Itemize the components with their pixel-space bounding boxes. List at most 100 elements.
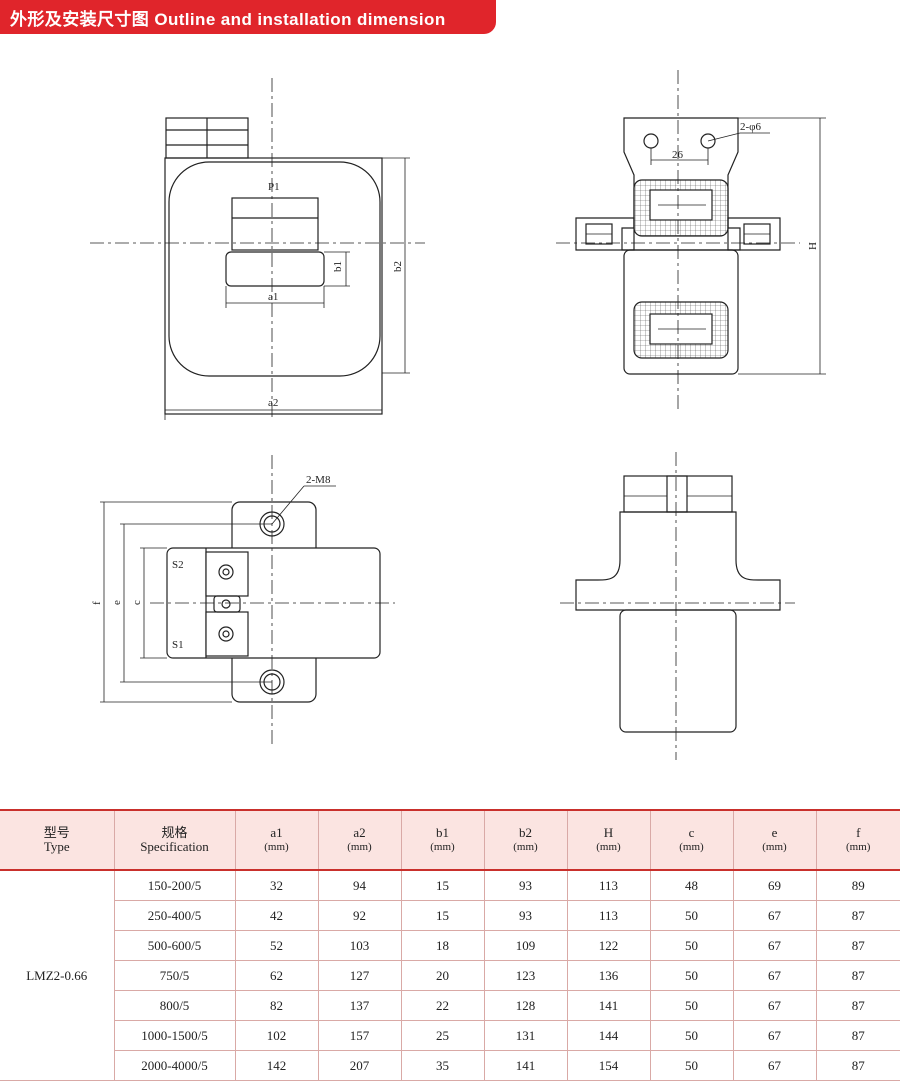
e-label: e [111, 600, 123, 605]
table-cell: 48 [649, 870, 733, 901]
table-cell: 1000-1500/5 [113, 1020, 235, 1051]
table-row: LMZ2-0.66 150-200/5 32 94 15 93 113 48 6… [0, 870, 900, 1081]
side-left-hole [643, 133, 659, 149]
s1-terminal-block [205, 611, 249, 657]
header-h: H(mm) [566, 809, 650, 871]
type-cell: LMZ2-0.66 [0, 870, 114, 1081]
table-row: 800/5 82 137 22 128 141 50 67 87 [0, 990, 900, 1021]
table-cell: 109 [483, 930, 567, 961]
table-cell: 67 [732, 990, 816, 1021]
bottom-view [100, 455, 395, 748]
table-cell: 69 [732, 870, 816, 901]
table-cell: 157 [317, 1020, 401, 1051]
bottom-body [166, 547, 381, 659]
b1-label: b1 [332, 261, 344, 272]
p1-label: P1 [268, 181, 280, 193]
front-primary-window [231, 197, 319, 251]
table-cell: 113 [566, 870, 650, 901]
table-cell: 102 [234, 1020, 318, 1051]
table-cell: 137 [317, 990, 401, 1021]
side-lower-body [623, 249, 739, 375]
table-cell: 87 [815, 930, 900, 961]
table-cell: 52 [234, 930, 318, 961]
table-cell: 207 [317, 1050, 401, 1081]
b2-label: b2 [392, 261, 404, 272]
table-cell: 50 [649, 1020, 733, 1051]
table-cell: 154 [566, 1050, 650, 1081]
table-cell: 87 [815, 960, 900, 991]
side2-lower-body [619, 609, 737, 733]
table-cell: 142 [234, 1050, 318, 1081]
table-cell: 150-200/5 [113, 870, 235, 901]
front-outer-frame [164, 157, 383, 415]
header-a2: a2(mm) [317, 809, 401, 871]
table-cell: 93 [483, 900, 567, 931]
table-cell: 25 [400, 1020, 484, 1051]
table-cell: 800/5 [113, 990, 235, 1021]
table-row: 750/5 62 127 20 123 136 50 67 87 [0, 960, 900, 991]
table-cell: 136 [566, 960, 650, 991]
side-view-2 [560, 452, 795, 760]
table-cell: 93 [483, 870, 567, 901]
table-cell: 62 [234, 960, 318, 991]
front-busbar-slot [225, 251, 325, 287]
table-cell: 67 [732, 960, 816, 991]
header-f: f(mm) [815, 809, 900, 871]
table-cell: 122 [566, 930, 650, 961]
s2-label: S2 [172, 559, 184, 571]
table-cell: 87 [815, 1020, 900, 1051]
header-e: e(mm) [732, 809, 816, 871]
s2-terminal-block [205, 551, 249, 597]
table-cell: 22 [400, 990, 484, 1021]
table-cell: 87 [815, 900, 900, 931]
table-cell: 127 [317, 960, 401, 991]
table-row: 250-400/5 42 92 15 93 113 50 67 87 [0, 900, 900, 931]
table-cell: 123 [483, 960, 567, 991]
side2-upper-body [575, 511, 781, 611]
table-cell: 50 [649, 960, 733, 991]
table-cell: 89 [815, 870, 900, 901]
table-row: 500-600/5 52 103 18 109 122 50 67 87 [0, 930, 900, 961]
table-cell: 15 [400, 870, 484, 901]
table-cell: 144 [566, 1020, 650, 1051]
f-label: f [91, 601, 103, 605]
table-cell: 131 [483, 1020, 567, 1051]
table-cell: 67 [732, 1050, 816, 1081]
a1-label: a1 [268, 291, 278, 303]
a2-label: a2 [268, 397, 278, 409]
center-terminal [213, 595, 241, 613]
header-bar: 外形及安装尺寸图 Outline and installation dimens… [0, 0, 496, 34]
page-title: 外形及安装尺寸图 Outline and installation dimens… [10, 10, 446, 29]
table-cell: 32 [234, 870, 318, 901]
table-cell: 18 [400, 930, 484, 961]
header-a1: a1(mm) [234, 809, 318, 871]
table-cell: 113 [566, 900, 650, 931]
s1-screw [218, 626, 234, 642]
table-cell: 94 [317, 870, 401, 901]
table-row: 1000-1500/5 102 157 25 131 144 50 67 87 [0, 1020, 900, 1051]
table-cell: 87 [815, 1050, 900, 1081]
table-cell: 750/5 [113, 960, 235, 991]
table-cell: 67 [732, 900, 816, 931]
table-row: 2000-4000/5 142 207 35 141 154 50 67 87 [0, 1050, 900, 1081]
table-cell: 42 [234, 900, 318, 931]
table-cell: 87 [815, 990, 900, 1021]
table-cell: 50 [649, 990, 733, 1021]
table-cell: 141 [483, 1050, 567, 1081]
table-cell: 35 [400, 1050, 484, 1081]
header-b1: b1(mm) [400, 809, 484, 871]
table-cell: 82 [234, 990, 318, 1021]
height-label: H [807, 242, 819, 250]
table-cell: 141 [566, 990, 650, 1021]
s2-screw [218, 564, 234, 580]
front-view [90, 78, 425, 420]
hole-spec-label: 2-φ6 [740, 121, 762, 133]
table-cell: 20 [400, 960, 484, 991]
table-cell: 500-600/5 [113, 930, 235, 961]
side-view [556, 70, 826, 412]
bolt-spec-label: 2-M8 [306, 474, 331, 486]
